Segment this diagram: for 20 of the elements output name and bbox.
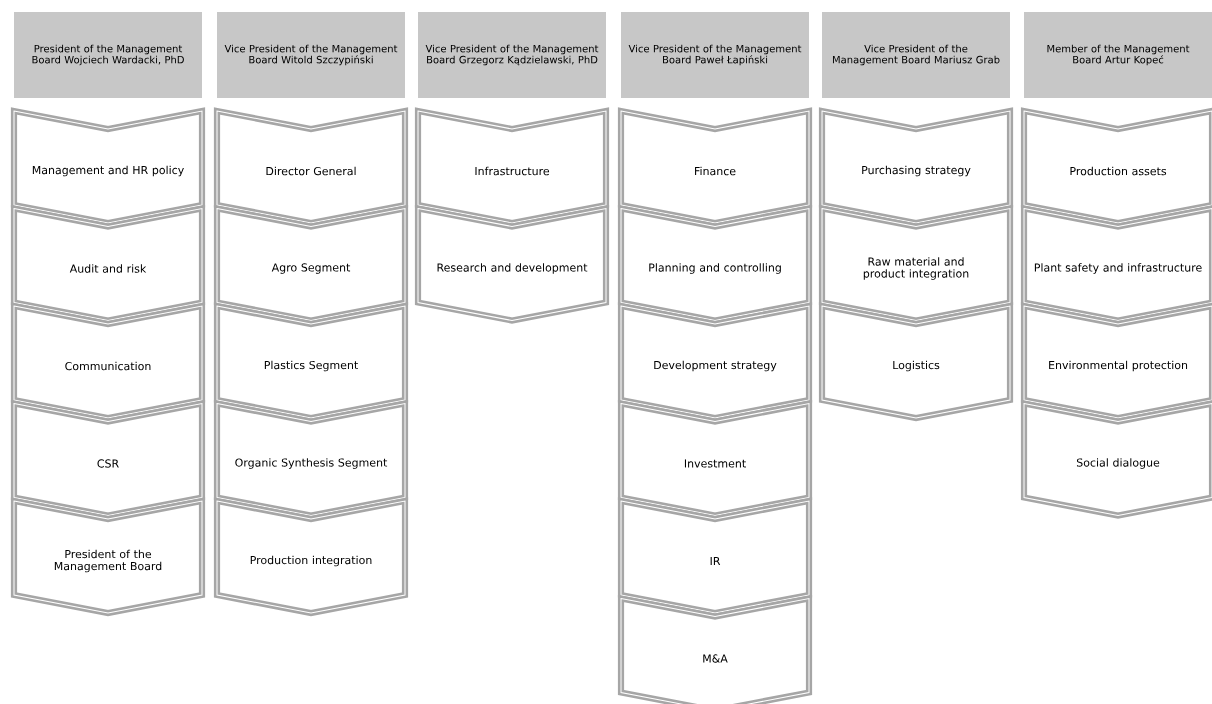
chevron-box: Logistics — [818, 302, 1014, 422]
chevron-box: Purchasing strategy — [818, 107, 1014, 227]
chevron-box: Production integration — [213, 497, 409, 617]
header-box: Vice President of the Management Board Paweł Łapiński — [621, 12, 809, 98]
chevron-box: Management and HR policy — [10, 107, 206, 227]
header-box: President of the Management Board Wojciech Wardacki, PhD — [14, 12, 202, 98]
header-box: Vice President of the Management Board Grzegorz Kądzielawski, PhD — [418, 12, 606, 98]
chevron-box: Plant safety and infrastructure — [1020, 204, 1212, 324]
chevron-box: Social dialogue — [1020, 399, 1212, 519]
chevron-box: Director General — [213, 107, 409, 227]
chevron-box: Environmental protection — [1020, 302, 1212, 422]
chevron-box: M&A — [617, 594, 813, 704]
header-box: Vice President of the Management Board Mariusz Grab — [822, 12, 1010, 98]
header-box: Member of the Management Board Artur Kopeć — [1024, 12, 1212, 98]
chevron-box: Infrastructure — [414, 107, 610, 227]
chevron-box: President of the Management Board — [10, 497, 206, 617]
chevron-box: Production assets — [1020, 107, 1212, 227]
header-box: Vice President of the Management Board Witold Szczypiński — [217, 12, 405, 98]
chevron-box: Research and development — [414, 204, 610, 324]
chevron-box: Finance — [617, 107, 813, 227]
